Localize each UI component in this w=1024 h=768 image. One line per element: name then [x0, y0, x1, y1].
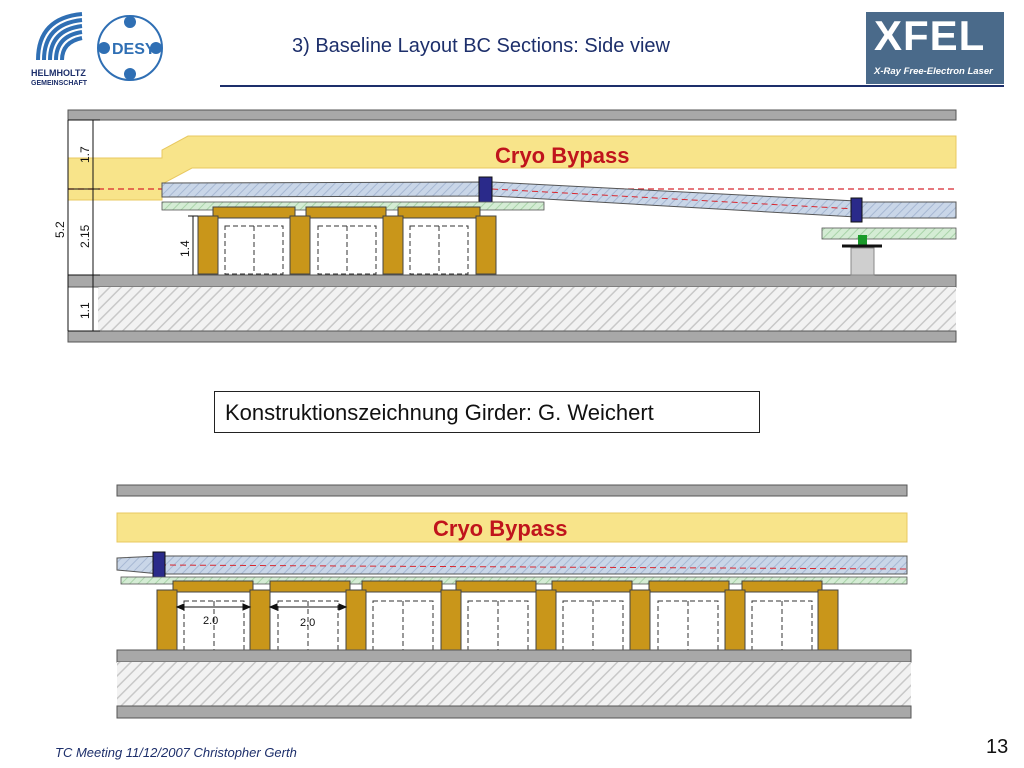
floor-hatch-bottom [117, 662, 911, 706]
right-support-plate [821, 227, 957, 240]
floor-slab [67, 274, 957, 288]
gemeinschaft-text: GEMEINSCHAFT [31, 80, 88, 87]
top-diagram: Cryo Bypass [53, 109, 957, 343]
flange-right [850, 197, 863, 223]
ceiling-slab [67, 109, 957, 121]
flange-left [478, 176, 493, 204]
dimension-arrows-bottom [175, 603, 348, 611]
bottom-diagram: Cryo Bypass [116, 484, 912, 719]
dimension-lines [67, 119, 198, 332]
girder-group-bottom [156, 580, 839, 651]
cryo-module-right [855, 201, 957, 219]
dim-middle: 2.15 [78, 224, 92, 248]
cryo-bypass-label-bottom: Cryo Bypass [433, 516, 568, 541]
base-slab-bottom [116, 705, 912, 719]
dim-girder-height: 1.4 [178, 240, 192, 257]
helmholtz-logo: HELMHOLTZ GEMEINSCHAFT [31, 12, 88, 87]
cryo-bypass-label: Cryo Bypass [495, 143, 630, 168]
dim-upper: 1.7 [78, 146, 92, 163]
ceiling-slab-bottom [116, 484, 908, 497]
slide-title: 3) Baseline Layout BC Sections: Side vie… [292, 35, 670, 57]
xfel-logo: XFEL X-Ray Free-Electron Laser [866, 12, 1004, 84]
dim-width-1: 2.0 [203, 615, 218, 627]
helmholtz-text: HELMHOLTZ [31, 68, 86, 78]
dim-width-2: 2.0 [300, 617, 315, 629]
footer-text: TC Meeting 11/12/2007 Christopher Gerth [55, 745, 297, 760]
floor-hatch [98, 287, 956, 331]
xfel-text: XFEL [874, 12, 986, 59]
base-slab [67, 330, 957, 343]
girder-group-top [197, 206, 497, 275]
xfel-subtext: X-Ray Free-Electron Laser [874, 66, 993, 77]
right-support-joint [858, 235, 867, 245]
helmholtz-arc-icon [36, 12, 83, 61]
page-number: 13 [986, 736, 1009, 758]
flange-bottom [152, 551, 166, 579]
beam-axis-line-bottom [159, 564, 908, 570]
header-divider [220, 85, 1004, 87]
cryo-bypass-pipe [67, 135, 957, 201]
floor-slab-bottom [116, 649, 912, 663]
cryo-bypass-pipe-bottom [116, 512, 908, 543]
dim-lower: 1.1 [78, 302, 92, 319]
dim-total: 5.2 [53, 221, 67, 238]
cryo-module-left [161, 181, 487, 198]
right-support-pedestal [850, 247, 875, 276]
desy-text: DESY [112, 41, 156, 58]
drawing-credit-note: Konstruktionszeichnung Girder: G. Weiche… [214, 391, 760, 433]
desy-logo: DESY [97, 15, 163, 81]
